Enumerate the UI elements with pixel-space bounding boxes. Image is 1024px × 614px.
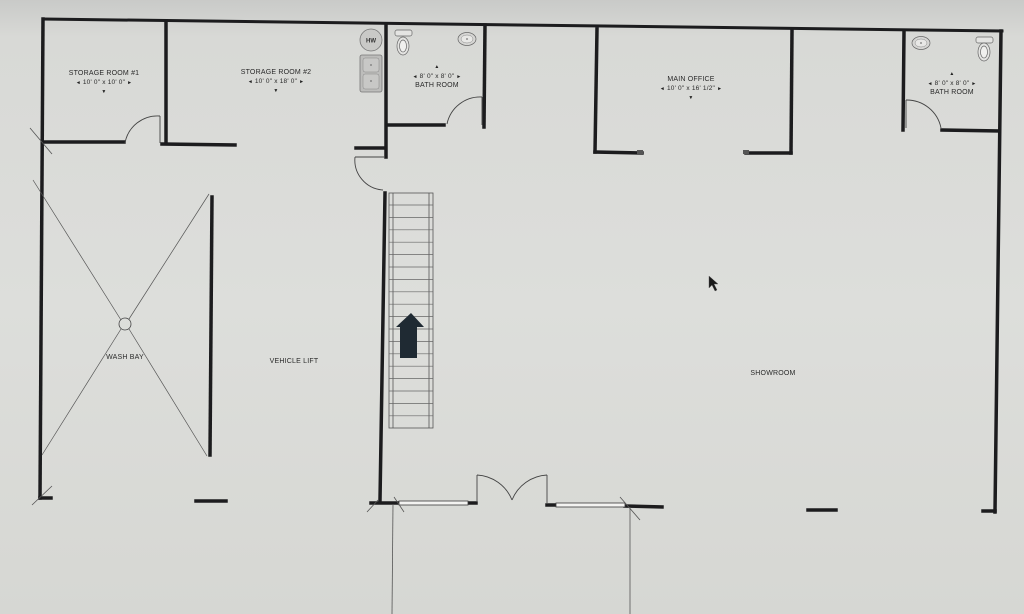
arrow-right-icon: ► [971, 81, 977, 87]
arrow-left-icon: ◄ [412, 74, 418, 80]
room-name: BATH ROOM [930, 89, 974, 96]
arrow-left-icon: ◄ [659, 86, 665, 92]
staircase [388, 192, 434, 429]
mouse-cursor-icon [708, 275, 719, 292]
dimension-text: 8' 0" x 8' 0" [934, 80, 970, 87]
room-label-main-office: MAIN OFFICE ◄ 10' 0" x 16' 1/2" ► ▼ [660, 75, 722, 103]
arrow-left-icon: ◄ [247, 79, 253, 85]
room-dimensions: ◄ 8' 0" x 8' 0" ► [928, 79, 977, 89]
room-name: STORAGE ROOM #2 [240, 69, 312, 76]
arrow-down-icon: ▼ [688, 95, 694, 101]
room-label-storage-1: STORAGE ROOM #1 ◄ 10' 0" x 10' 0" ► ▼ [69, 69, 140, 97]
door-swings [124, 96, 942, 191]
room-label-wash-bay: WASH BAY [106, 353, 144, 362]
room-dimensions: ◄ 10' 0" x 10' 0" ► [69, 78, 140, 88]
room-label-storage-2: STORAGE ROOM #2 ◄ 10' 0" x 18' 0" ► ▼ [241, 68, 312, 96]
toilet-icon [394, 29, 413, 56]
room-name: BATH ROOM [415, 82, 459, 89]
room-name: SHOWROOM [750, 370, 796, 377]
room-name: VEHICLE LIFT [269, 358, 319, 365]
dimension-text: 8' 0" x 8' 0" [419, 73, 455, 80]
arrow-right-icon: ► [299, 79, 305, 85]
stair-arrow-icon [396, 313, 424, 358]
water-heater-icon: HW [359, 28, 383, 52]
arrow-right-icon: ► [127, 80, 133, 86]
double-sink-icon [359, 54, 383, 93]
floor-drain-icon [118, 317, 132, 331]
room-dimensions: ◄ 10' 0" x 16' 1/2" ► [660, 84, 722, 94]
room-label-bath-2: ▲ ◄ 8' 0" x 8' 0" ► BATH ROOM [928, 70, 977, 97]
front-windows [398, 500, 626, 508]
dimension-text: 10' 0" x 16' 1/2" [666, 85, 716, 92]
dimension-text: 10' 0" x 10' 0" [82, 79, 126, 86]
toilet-icon [975, 36, 994, 62]
arrow-down-icon: ▼ [101, 89, 107, 95]
arrow-left-icon: ◄ [927, 81, 933, 87]
arrow-up-icon: ▲ [434, 64, 440, 70]
sink-icon [457, 32, 477, 46]
walls [38, 17, 1004, 514]
arrow-left-icon: ◄ [75, 80, 81, 86]
room-label-bath-1: ▲ ◄ 8' 0" x 8' 0" ► BATH ROOM [413, 63, 462, 90]
arrow-up-icon: ▲ [949, 71, 955, 77]
dimension-text: 10' 0" x 18' 0" [254, 78, 298, 85]
arrow-down-icon: ▼ [273, 88, 279, 94]
svg-text:HW: HW [366, 39, 376, 45]
room-dimensions: ◄ 8' 0" x 8' 0" ► [413, 72, 462, 82]
room-name: WASH BAY [106, 354, 144, 361]
front-double-door [476, 474, 548, 503]
room-name: STORAGE ROOM #1 [68, 70, 140, 77]
room-label-vehicle-lift: VEHICLE LIFT [270, 357, 319, 366]
arrow-right-icon: ► [456, 74, 462, 80]
sink-icon [911, 36, 931, 50]
arrow-right-icon: ► [717, 86, 723, 92]
room-label-showroom: SHOWROOM [750, 369, 795, 378]
wash-bay-drain-lines [32, 179, 210, 457]
room-name: MAIN OFFICE [667, 76, 715, 83]
room-dimensions: ◄ 10' 0" x 18' 0" ► [241, 77, 312, 87]
